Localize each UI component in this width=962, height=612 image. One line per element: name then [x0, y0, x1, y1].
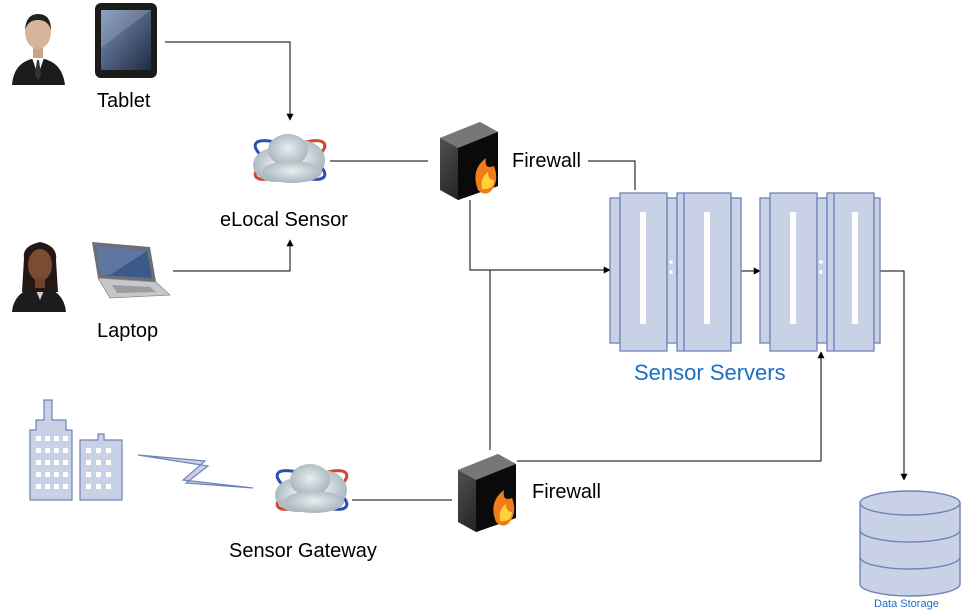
sensor-servers-label: Sensor Servers: [634, 360, 786, 385]
firewall-label-to-server-connector: [588, 160, 636, 190]
firewall-top-label: Firewall: [512, 150, 581, 172]
laptop-label: Laptop: [97, 320, 159, 342]
data-storage-icon: [859, 490, 961, 597]
server-to-storage-connector: [880, 270, 908, 481]
tablet-icon: [95, 3, 157, 78]
sensor-gateway-cloud-icon: [275, 464, 349, 513]
tablet-to-sensor-connector: [165, 41, 294, 121]
businesswoman-icon: [12, 242, 66, 312]
firewall-bottom-label: Firewall: [532, 481, 601, 503]
elocal-sensor-label: eLocal Sensor: [220, 209, 348, 231]
sensor-gateway-label: Sensor Gateway: [229, 540, 377, 562]
data-storage-label: Data Storage: [874, 598, 939, 610]
businessman-icon: [12, 14, 65, 85]
laptop-icon: [92, 242, 171, 299]
bottom-firewall-to-server-connector: [517, 351, 825, 462]
laptop-to-sensor-connector: [173, 239, 294, 272]
firewall-bottom-icon: [458, 454, 516, 532]
tablet-label: Tablet: [97, 90, 151, 112]
elocal-sensor-cloud-icon: [253, 134, 327, 183]
sensor-server-left-icon: [609, 192, 742, 352]
wireless-link-icon: [137, 454, 254, 489]
firewall-to-servers-connector: [469, 200, 611, 274]
connectors: [165, 41, 908, 501]
sensor-server-right-icon: [759, 192, 881, 352]
buildings-icon: [29, 399, 123, 501]
firewall-top-icon: [440, 122, 498, 200]
